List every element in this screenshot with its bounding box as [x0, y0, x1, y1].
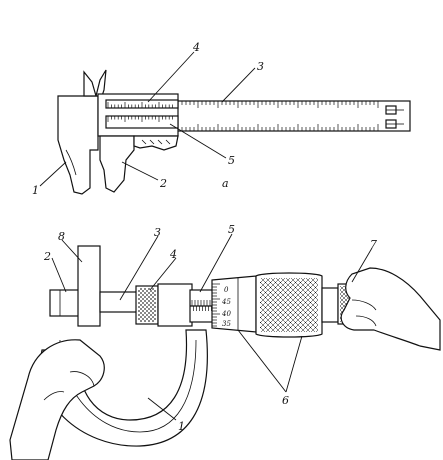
thimble-mark-40: 40 [221, 310, 231, 318]
micrometer-label-8: 8 [58, 230, 65, 243]
micrometer-anvil [49, 289, 81, 317]
caliper-thumb-grip [133, 135, 179, 151]
beam-end-screws [385, 105, 404, 129]
caliper-slider [97, 93, 179, 193]
thimble-mark-45: 45 [221, 298, 231, 306]
caliper-label-3: 3 [257, 60, 264, 73]
micrometer-label-6: 6 [282, 394, 289, 407]
caliper-label-2: 2 [159, 177, 167, 190]
micrometer-label-3: 3 [154, 226, 161, 239]
lock-nut-knurl [137, 287, 157, 323]
right-hand [340, 267, 441, 351]
thimble-mark-0: 0 [224, 286, 229, 294]
micrometer-knurled-barrel [255, 272, 323, 338]
micrometer-ratchet-neck [321, 287, 339, 323]
micrometer-spindle [99, 291, 139, 313]
thimble-scale [212, 283, 220, 327]
caliper-caption: а [222, 177, 229, 190]
barrel-knurl [259, 277, 319, 333]
vernier-caliper: 1 2 3 4 5 а [32, 41, 411, 197]
micrometer-frame [39, 329, 208, 447]
caliper-inside-jaws [83, 69, 107, 97]
micrometer-label-2: 2 [43, 250, 51, 263]
micrometer-label-1: 1 [178, 420, 185, 433]
micrometer-label-7: 7 [370, 238, 377, 251]
caliper-label-1: 1 [32, 184, 39, 197]
caliper-moving-jaw [99, 135, 135, 193]
micrometer-lock-nut [135, 285, 159, 325]
micrometer-workpiece [77, 245, 101, 327]
thimble-mark-35: 35 [222, 320, 231, 328]
left-hand [9, 339, 105, 460]
micrometer-frame-boss [157, 283, 193, 327]
caliper-label-4: 4 [192, 41, 200, 54]
micrometer: 0 45 40 35 1 2 3 4 5 6 7 [9, 223, 441, 460]
micrometer-label-5: 5 [228, 223, 235, 236]
micrometer-label-4: 4 [169, 248, 177, 261]
micrometer-thimble [211, 275, 257, 333]
caliper-label-5: 5 [228, 154, 235, 167]
caliper-fixed-jaw [57, 95, 99, 195]
